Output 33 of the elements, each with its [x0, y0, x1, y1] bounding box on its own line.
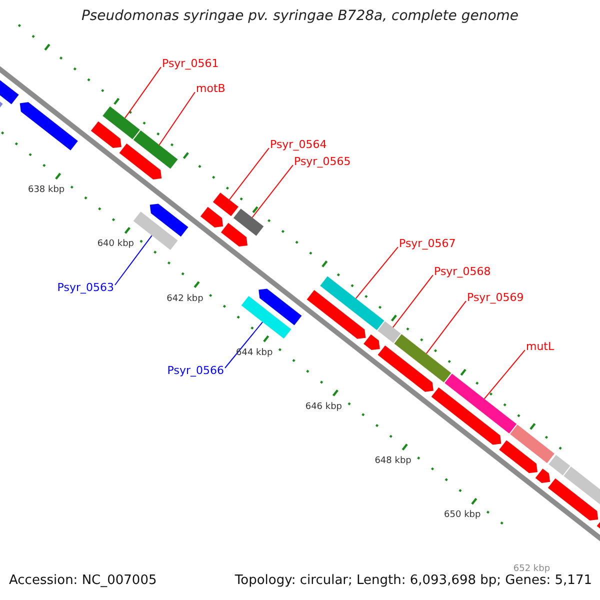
- scale-label: 650 kbp: [444, 511, 481, 522]
- gene-label: Psyr_0566: [167, 365, 224, 378]
- gene-label: Psyr_0564: [270, 139, 327, 152]
- title: Pseudomonas syringae pv. syringae B728a, complete genome: [80, 9, 520, 24]
- leader-line: [355, 246, 398, 299]
- scale-label: 648 kbp: [374, 457, 412, 467]
- leader-line: [124, 66, 162, 119]
- scale-label: 646 kbp: [305, 402, 342, 413]
- scale-label: 640 kbp: [97, 240, 134, 250]
- scale-label: 644 kbp: [236, 348, 273, 359]
- scale-label: 638 kbp: [28, 186, 65, 196]
- leader-line: [484, 350, 526, 400]
- gene-label: motB: [196, 83, 226, 96]
- leader-line: [426, 300, 466, 354]
- gene-feature: [378, 321, 401, 343]
- gene-feature: [212, 192, 238, 216]
- leader-line: [252, 164, 294, 218]
- gene-label: Psyr_0567: [399, 238, 456, 250]
- gene-label: Psyr_0563: [57, 282, 114, 294]
- scale-label: 642 kbp: [166, 294, 204, 304]
- gene-label: Psyr_0561: [162, 58, 219, 70]
- gene-label: Psyr_0568: [434, 266, 491, 278]
- leader-line: [224, 322, 264, 368]
- gene-label: Psyr_0565: [294, 156, 351, 168]
- genome-stats-text: Topology: circular; Length: 6,093,698 bp; Genes: 5,171: [234, 574, 592, 588]
- leader-line: [114, 235, 152, 286]
- scale-label: 652 kbp: [513, 565, 550, 574]
- accession-text: Accession: NC_007005: [9, 574, 157, 588]
- leader-line: [392, 274, 434, 328]
- leader-line: [228, 148, 270, 200]
- gene-label: Psyr_0569: [467, 292, 524, 304]
- leader-line: [158, 92, 196, 146]
- gene-label: mutL: [526, 341, 554, 354]
